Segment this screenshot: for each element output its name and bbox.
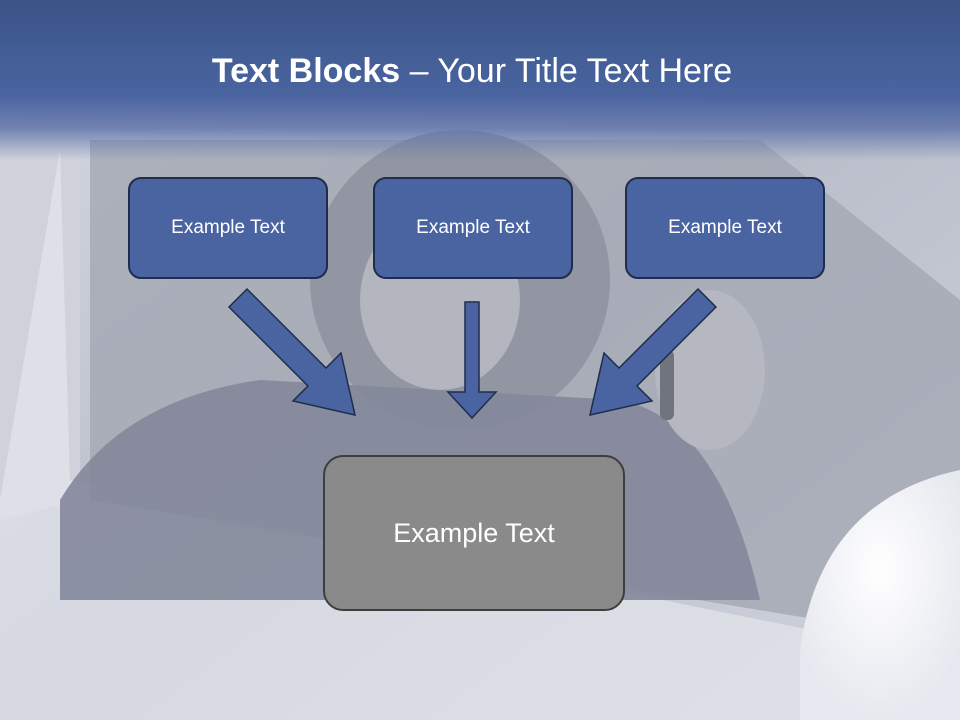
side-mirror [800,470,960,720]
text-box-bottom-label: Example Text [393,517,555,548]
title-bold: Text Blocks [211,52,401,90]
key-icon [660,350,674,420]
title-rest: Your Title Text Here [437,52,733,90]
slide-title: Text Blocks – Your Title Text Here [0,52,944,91]
text-box-center: Example Text [373,177,573,279]
title-band [0,0,960,160]
text-box-left: Example Text [128,177,328,279]
text-box-bottom: Example Text [323,455,625,611]
text-box-right-label: Example Text [668,217,782,238]
text-box-left-label: Example Text [171,217,285,238]
text-box-center-label: Example Text [416,217,530,238]
arrow-right-icon [589,287,718,416]
arrow-center-icon [446,301,498,420]
title-separator: – [400,52,438,90]
arrow-left-icon [227,287,356,416]
text-box-right: Example Text [625,177,825,279]
